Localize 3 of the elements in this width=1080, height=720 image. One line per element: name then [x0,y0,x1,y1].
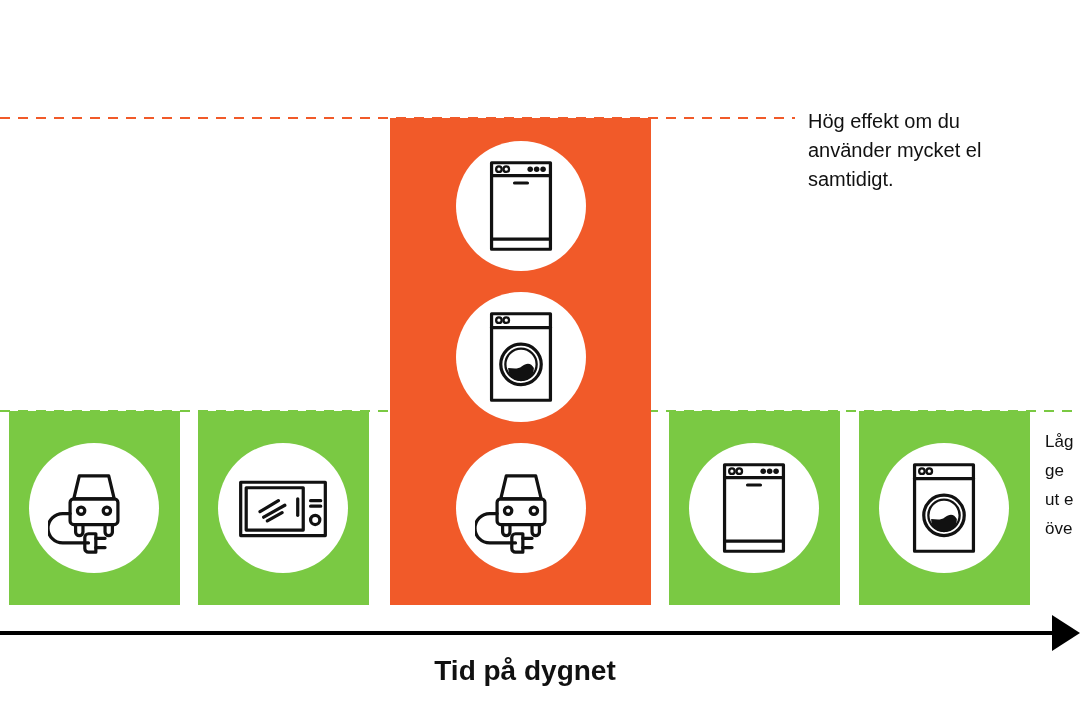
low-power-note: Låg ge ut e öve [1045,431,1075,540]
high-power-note: Hög effekt om du använder mycket el samtidigt. [808,109,983,192]
axis-title: Tid på dygnet [433,654,617,688]
